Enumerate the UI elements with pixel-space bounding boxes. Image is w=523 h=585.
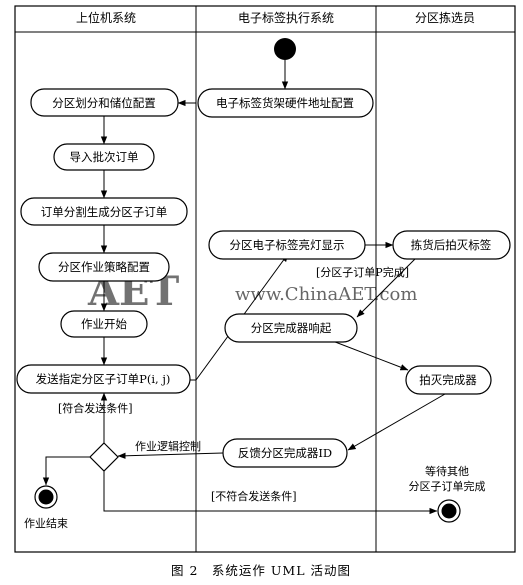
svg-text:分区划分和储位配置: 分区划分和储位配置 xyxy=(52,96,156,110)
node-import-orders: 导入批次订单 xyxy=(53,143,155,171)
node-tap-complete: 拍灭完成器 xyxy=(405,365,492,395)
svg-text:拣货后拍灭标签: 拣货后拍灭标签 xyxy=(411,238,492,252)
initial-node xyxy=(274,38,296,60)
lane-title-picker: 分区拣选员 xyxy=(415,10,475,25)
final-node-job-end xyxy=(34,485,58,509)
svg-text:订单分割生成分区子订单: 订单分割生成分区子订单 xyxy=(41,205,168,219)
node-send-order: 发送指定分区子订单P(i, j) xyxy=(16,364,191,394)
guard-send-condition: [符合发送条件] xyxy=(58,401,133,415)
watermark-url: www.ChinaAET.com xyxy=(235,284,417,305)
svg-text:电子标签货架硬件地址配置: 电子标签货架硬件地址配置 xyxy=(216,96,354,110)
edge-feedback-to-decision xyxy=(117,452,224,459)
figure-caption: 图 2 系统运作 UML 活动图 xyxy=(171,563,351,578)
label-wait-other-2: 分区子订单完成 xyxy=(409,479,486,493)
svg-text:发送指定分区子订单P(i, j): 发送指定分区子订单P(i, j) xyxy=(36,372,171,386)
label-wait-other-1: 等待其他 xyxy=(425,464,469,478)
node-zone-config: 分区划分和储位配置 xyxy=(30,88,179,117)
svg-text:分区完成器响起: 分区完成器响起 xyxy=(251,321,332,335)
guard-order-done: [分区子订单P完成] xyxy=(316,265,409,279)
guard-not-send-condition: [不符合发送条件] xyxy=(211,489,297,503)
edge-decision-to-wait xyxy=(103,470,438,515)
edges xyxy=(42,60,446,515)
label-logic-control: 作业逻辑控制 xyxy=(135,439,201,453)
edge-tap-to-feedback xyxy=(347,393,446,451)
svg-text:分区电子标签亮灯显示: 分区电子标签亮灯显示 xyxy=(230,238,345,252)
svg-text:作业开始: 作业开始 xyxy=(81,317,127,331)
decision-node xyxy=(89,442,119,472)
node-light-on: 分区电子标签亮灯显示 xyxy=(208,230,366,260)
edge-decision-to-end xyxy=(42,456,92,486)
svg-text:拍灭完成器: 拍灭完成器 xyxy=(419,373,477,387)
svg-text:反馈分区完成器ID: 反馈分区完成器ID xyxy=(238,446,332,460)
node-strategy-config: 分区作业策略配置 xyxy=(38,252,170,282)
edge-send-to-light xyxy=(190,253,289,381)
node-hw-address-config: 电子标签货架硬件地址配置 xyxy=(197,88,374,118)
lane-title-label-system: 电子标签执行系统 xyxy=(238,10,334,25)
svg-text:导入批次订单: 导入批次订单 xyxy=(70,150,139,164)
lane-title-host: 上位机系统 xyxy=(76,10,136,25)
label-job-end: 作业结束 xyxy=(24,517,68,530)
edge-pick-to-completer xyxy=(356,258,416,318)
frame-border xyxy=(14,5,516,553)
node-job-start: 作业开始 xyxy=(60,310,148,338)
svg-text:分区作业策略配置: 分区作业策略配置 xyxy=(58,260,150,274)
node-completer-ring: 分区完成器响起 xyxy=(224,313,358,343)
node-split-orders: 订单分割生成分区子订单 xyxy=(20,197,188,226)
node-pick-light-off: 拣货后拍灭标签 xyxy=(392,230,511,260)
final-node-wait xyxy=(437,499,461,523)
node-feedback-id: 反馈分区完成器ID xyxy=(222,438,348,468)
edge-completer-to-tap xyxy=(329,339,409,371)
swimlane-frame: 上位机系统 电子标签执行系统 分区拣选员 xyxy=(14,5,516,553)
